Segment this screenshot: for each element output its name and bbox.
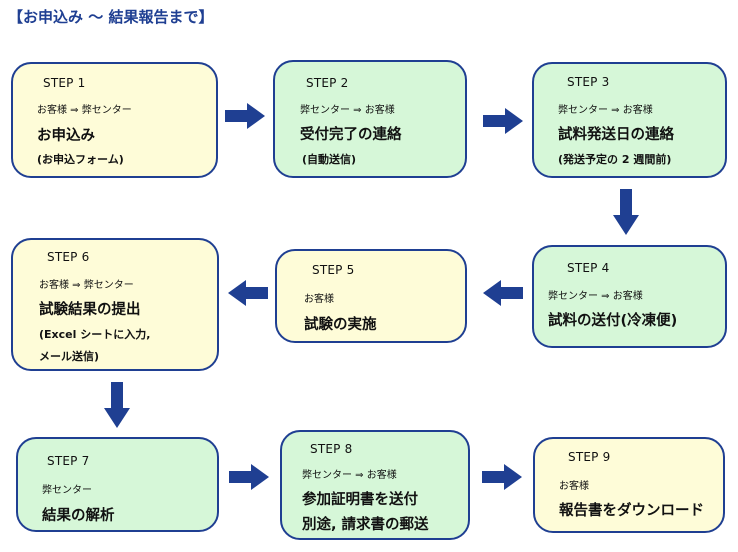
step-8-note: 別途, 請求書の郵送 xyxy=(302,517,429,533)
step-1-note: (お申込フォーム) xyxy=(37,153,124,166)
step-4-label: STEP 4 xyxy=(567,261,610,275)
step-5-title: 試験の実施 xyxy=(304,317,377,333)
arrow-down-icon xyxy=(104,382,130,428)
step-2-note: (自動送信) xyxy=(302,153,357,166)
arrow-left-icon xyxy=(483,280,523,306)
step-5-box: STEP 5 お客様 試験の実施 xyxy=(275,249,467,343)
step-8-title: 参加証明書を送付 xyxy=(302,492,418,508)
step-3-title: 試料発送日の連絡 xyxy=(558,127,674,143)
step-3-label: STEP 3 xyxy=(567,75,610,89)
step-1-box: STEP 1 お客様 ⇒ 弊センター お申込み (お申込フォーム) xyxy=(11,62,218,178)
step-3-flow: 弊センター ⇒ お客様 xyxy=(558,105,653,116)
step-6-flow: お客様 ⇒ 弊センター xyxy=(39,280,134,291)
step-2-box: STEP 2 弊センター ⇒ お客様 受付完了の連絡 (自動送信) xyxy=(273,60,467,178)
arrow-right-icon xyxy=(483,108,523,134)
step-4-title: 試料の送付(冷凍便) xyxy=(548,313,678,329)
step-6-label: STEP 6 xyxy=(47,250,90,264)
step-9-title: 報告書をダウンロード xyxy=(559,503,704,519)
step-5-flow: お客様 xyxy=(304,294,334,305)
arrow-right-icon xyxy=(225,103,265,129)
step-1-label: STEP 1 xyxy=(43,76,86,90)
arrow-right-icon xyxy=(482,464,522,490)
step-7-flow: 弊センター xyxy=(42,485,92,496)
step-5-label: STEP 5 xyxy=(312,263,355,277)
arrow-right-icon xyxy=(229,464,269,490)
step-9-label: STEP 9 xyxy=(568,450,611,464)
step-7-box: STEP 7 弊センター 結果の解析 xyxy=(16,437,219,532)
step-2-label: STEP 2 xyxy=(306,76,349,90)
arrow-left-icon xyxy=(228,280,268,306)
step-6-note-1: (Excel シートに入力, xyxy=(39,328,151,341)
step-8-box: STEP 8 弊センター ⇒ お客様 参加証明書を送付 別途, 請求書の郵送 xyxy=(280,430,470,540)
step-7-label: STEP 7 xyxy=(47,454,90,468)
step-2-flow: 弊センター ⇒ お客様 xyxy=(300,105,395,116)
arrow-down-icon xyxy=(613,189,639,235)
step-6-note-2: メール送信) xyxy=(39,350,100,363)
step-9-flow: お客様 xyxy=(559,481,589,492)
step-1-title: お申込み xyxy=(37,128,95,144)
step-9-box: STEP 9 お客様 報告書をダウンロード xyxy=(533,437,725,533)
step-4-box: STEP 4 弊センター ⇒ お客様 試料の送付(冷凍便) xyxy=(532,245,727,348)
step-8-flow: 弊センター ⇒ お客様 xyxy=(302,470,397,481)
step-4-flow: 弊センター ⇒ お客様 xyxy=(548,291,643,302)
step-3-note: (発送予定の 2 週間前) xyxy=(558,153,672,166)
page-title: 【お申込み 〜 結果報告まで】 xyxy=(8,8,214,26)
step-6-box: STEP 6 お客様 ⇒ 弊センター 試験結果の提出 (Excel シートに入力… xyxy=(11,238,219,371)
step-1-flow: お客様 ⇒ 弊センター xyxy=(37,105,132,116)
step-3-box: STEP 3 弊センター ⇒ お客様 試料発送日の連絡 (発送予定の 2 週間前… xyxy=(532,62,727,178)
step-6-title: 試験結果の提出 xyxy=(39,302,141,318)
step-7-title: 結果の解析 xyxy=(42,508,115,524)
step-2-title: 受付完了の連絡 xyxy=(300,127,402,143)
step-8-label: STEP 8 xyxy=(310,442,353,456)
